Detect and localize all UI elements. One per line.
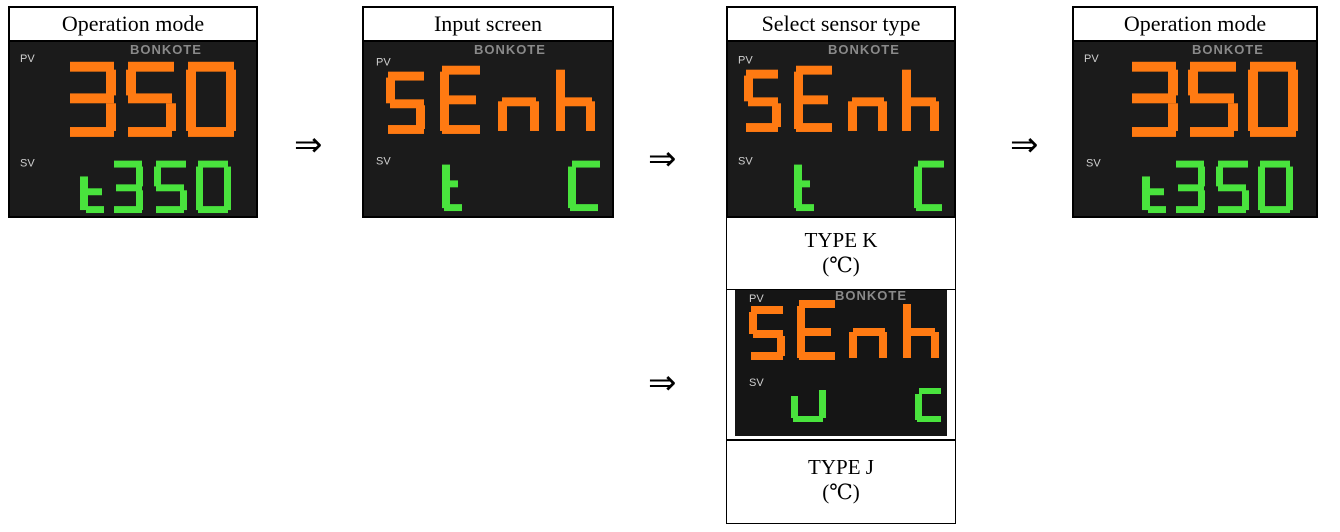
sv-label: SV bbox=[1086, 158, 1101, 170]
step-operation-mode: Operation mode BONKOTE PV SV bbox=[8, 6, 258, 218]
step-caption: Operation mode bbox=[10, 8, 256, 42]
brand-label: BONKOTE bbox=[835, 290, 907, 303]
controller-display: BONKOTE PV SV bbox=[364, 42, 612, 216]
pv-label: PV bbox=[20, 53, 35, 65]
pv-label: PV bbox=[749, 293, 764, 305]
pv-label: PV bbox=[376, 57, 391, 69]
step-caption: Input screen bbox=[364, 8, 612, 42]
sensor-type-name: TYPE J bbox=[808, 455, 874, 479]
arrow-2: ⇒ bbox=[648, 139, 677, 179]
option-type-j-label: TYPE J (℃) bbox=[726, 440, 956, 524]
sensor-type-unit: (℃) bbox=[822, 480, 860, 504]
pv-digits-sens bbox=[386, 65, 595, 134]
step-operation-mode-return: Operation mode BONKOTE PV SV bbox=[1072, 6, 1318, 218]
pv-digits-350 bbox=[70, 61, 236, 137]
sv-label: SV bbox=[20, 158, 35, 170]
sv-digits-t350 bbox=[1142, 160, 1293, 214]
controller-display-photo: BONKOTE PV SV bbox=[1074, 42, 1316, 216]
brand-label: BONKOTE bbox=[828, 42, 900, 57]
controller-display: BONKOTE PV SV bbox=[735, 290, 947, 436]
arrow-4: ⇒ bbox=[1010, 125, 1039, 165]
sensor-type-name: TYPE K bbox=[804, 228, 878, 252]
pv-label: PV bbox=[738, 55, 753, 67]
pv-digits-350 bbox=[1132, 61, 1298, 137]
sv-label: SV bbox=[376, 156, 391, 168]
brand-label: BONKOTE bbox=[474, 42, 546, 57]
controller-display-photo: BONKOTE PV SV bbox=[728, 42, 954, 216]
sv-digits-t-c bbox=[794, 160, 944, 212]
pv-digits-sens bbox=[744, 65, 939, 132]
step-input-screen: Input screen BONKOTE PV SV bbox=[362, 6, 614, 218]
step-caption: Operation mode bbox=[1074, 8, 1316, 42]
sv-label: SV bbox=[749, 377, 764, 389]
controller-display: BONKOTE PV SV bbox=[1074, 42, 1316, 216]
option-type-j-display: BONKOTE PV SV bbox=[726, 290, 956, 440]
pv-label: PV bbox=[1084, 53, 1099, 65]
sensor-type-unit: (℃) bbox=[822, 253, 860, 277]
arrow-1: ⇒ bbox=[294, 125, 323, 165]
controller-display: BONKOTE PV SV bbox=[10, 42, 256, 216]
sv-digits-t-c bbox=[442, 160, 600, 212]
controller-display-photo: BONKOTE PV SV bbox=[735, 290, 947, 436]
brand-label: BONKOTE bbox=[1192, 42, 1264, 57]
option-type-k-label: TYPE K (℃) bbox=[726, 218, 956, 290]
sv-label: SV bbox=[738, 156, 753, 168]
pv-digits-sens bbox=[749, 300, 939, 360]
controller-display: BONKOTE PV SV bbox=[728, 42, 954, 216]
brand-label: BONKOTE bbox=[130, 42, 202, 57]
step-select-sensor-type: Select sensor type BONKOTE PV SV bbox=[726, 6, 956, 218]
arrow-3: ⇒ bbox=[648, 363, 677, 403]
step-caption: Select sensor type bbox=[728, 8, 954, 42]
sv-digits-j-c bbox=[791, 388, 941, 422]
sv-digits-t350 bbox=[80, 160, 231, 214]
controller-display-photo: BONKOTE PV SV bbox=[10, 42, 256, 216]
controller-display-photo: BONKOTE PV SV bbox=[364, 42, 612, 216]
